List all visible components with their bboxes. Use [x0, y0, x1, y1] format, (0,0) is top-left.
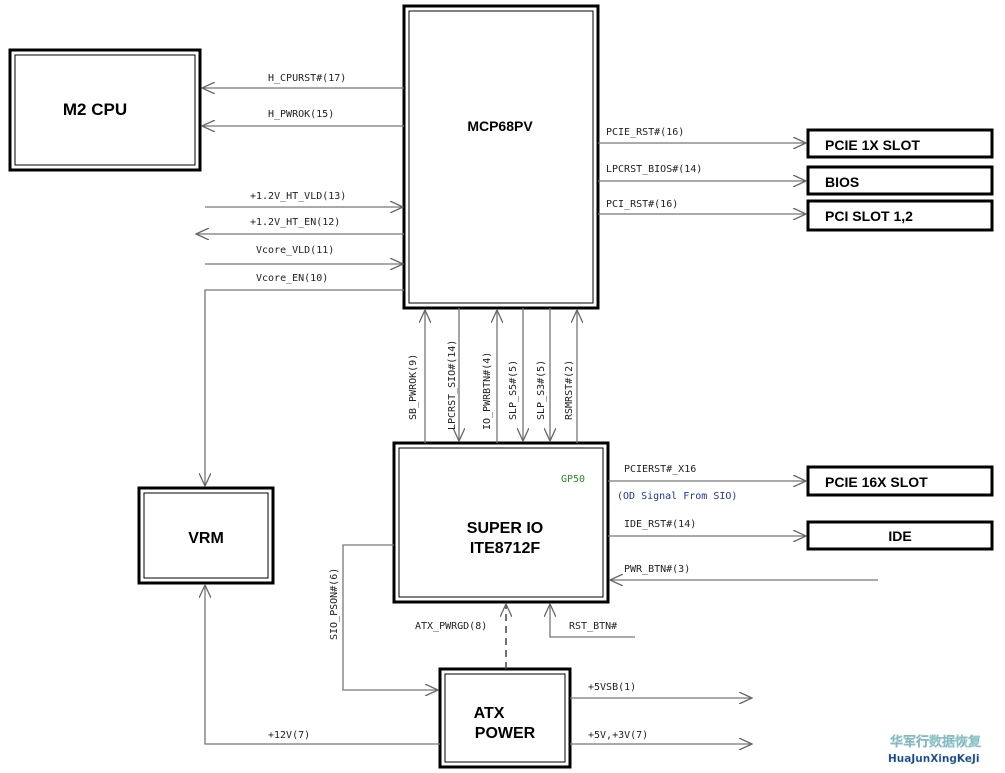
atx-block: ATX POWER	[438, 667, 572, 769]
pcie16x-block: PCIE 16X SLOT	[806, 465, 994, 497]
sio-block: SUPER IO ITE8712F	[392, 441, 610, 604]
mcp-label: MCP68PV	[467, 118, 533, 134]
sio-pson-label: SIO_PSON#(6)	[329, 568, 340, 640]
watermark-line1: 华军行数据恢复	[890, 734, 982, 750]
atx-label-2: POWER	[475, 725, 536, 742]
slp-s3-label: SLP_S3#(5)	[536, 360, 547, 420]
ide-rst-label: IDE_RST#(14)	[624, 519, 696, 530]
io-pwrbtn-label: IO_PWRBTN#(4)	[482, 352, 493, 430]
vrm-block: VRM	[137, 486, 275, 585]
sio-label-1: SUPER IO	[467, 520, 543, 537]
slp-s5-label: SLP_S5#(5)	[508, 360, 519, 420]
lpcrst-bios-label: LPCRST_BIOS#(14)	[606, 164, 702, 175]
pwr-btn-label: PWR_BTN#(3)	[624, 564, 690, 575]
atx-pwrgd-label: ATX_PWRGD(8)	[415, 621, 487, 632]
ide-block: IDE	[806, 520, 994, 551]
atx-label-1: ATX	[474, 705, 505, 722]
h-cpurst-label: H_CPURST#(17)	[268, 73, 346, 84]
v5v3v-label: +5V,+3V(7)	[588, 730, 648, 741]
sio-right-signals: GP50 PCIERST#_X16 (OD Signal From SIO) I…	[550, 464, 878, 638]
left-signals: H_CPURST#(17) H_PWROK(15) +1.2V_HT_VLD(1…	[196, 73, 404, 486]
pcie16x-label: PCIE 16X SLOT	[825, 474, 928, 490]
lpcrst-sio-label: LPCRST_SIO#(14)	[447, 340, 458, 430]
rsmrst-label: RSMRST#(2)	[564, 360, 575, 420]
bios-block: BIOS	[806, 165, 994, 196]
ht-vld-label: +1.2V_HT_VLD(13)	[250, 191, 346, 202]
od-signal-note: (OD Signal From SIO)	[617, 491, 737, 502]
vcore-en-label: Vcore_EN(10)	[256, 273, 328, 284]
h-pwrok-label: H_PWROK(15)	[268, 109, 334, 120]
pcie1x-block: PCIE 1X SLOT	[806, 128, 994, 159]
power-signals: ATX_PWRGD(8) SIO_PSON#(6) +5VSB(1) +5V,+…	[205, 544, 752, 744]
v5vsb-label: +5VSB(1)	[588, 682, 636, 693]
sb-pwrok-label: SB_PWROK(9)	[408, 354, 419, 420]
v12-label: +12V(7)	[268, 730, 310, 741]
vrm-label: VRM	[188, 530, 224, 547]
pcie1x-label: PCIE 1X SLOT	[825, 137, 920, 153]
watermark-line2: HuaJunXingKeJi	[888, 753, 979, 765]
ide-label: IDE	[888, 528, 911, 544]
gp50-label: GP50	[561, 474, 585, 485]
cpu-label: M2 CPU	[63, 100, 127, 119]
pci-block: PCI SLOT 1,2	[806, 199, 994, 232]
pci-label: PCI SLOT 1,2	[825, 208, 913, 224]
ht-en-label: +1.2V_HT_EN(12)	[250, 217, 340, 228]
bios-label: BIOS	[825, 174, 859, 190]
rst-btn-label: RST_BTN#	[569, 621, 617, 632]
watermark: 华军行数据恢复 HuaJunXingKeJi	[888, 734, 982, 765]
mcp-block: MCP68PV	[402, 4, 600, 310]
cpu-block: M2 CPU	[8, 48, 202, 172]
pcierst-x16-label: PCIERST#_X16	[624, 464, 696, 475]
vcore-vld-label: Vcore_VLD(11)	[256, 245, 334, 256]
mcp-right-signals: PCIE_RST#(16) LPCRST_BIOS#(14) PCI_RST#(…	[598, 127, 806, 214]
pci-rst-label: PCI_RST#(16)	[606, 199, 678, 210]
pcie-rst-label: PCIE_RST#(16)	[606, 127, 684, 138]
mcp-sio-signals: SB_PWROK(9) LPCRST_SIO#(14) IO_PWRBTN#(4…	[408, 308, 577, 443]
sio-label-2: ITE8712F	[470, 540, 540, 557]
